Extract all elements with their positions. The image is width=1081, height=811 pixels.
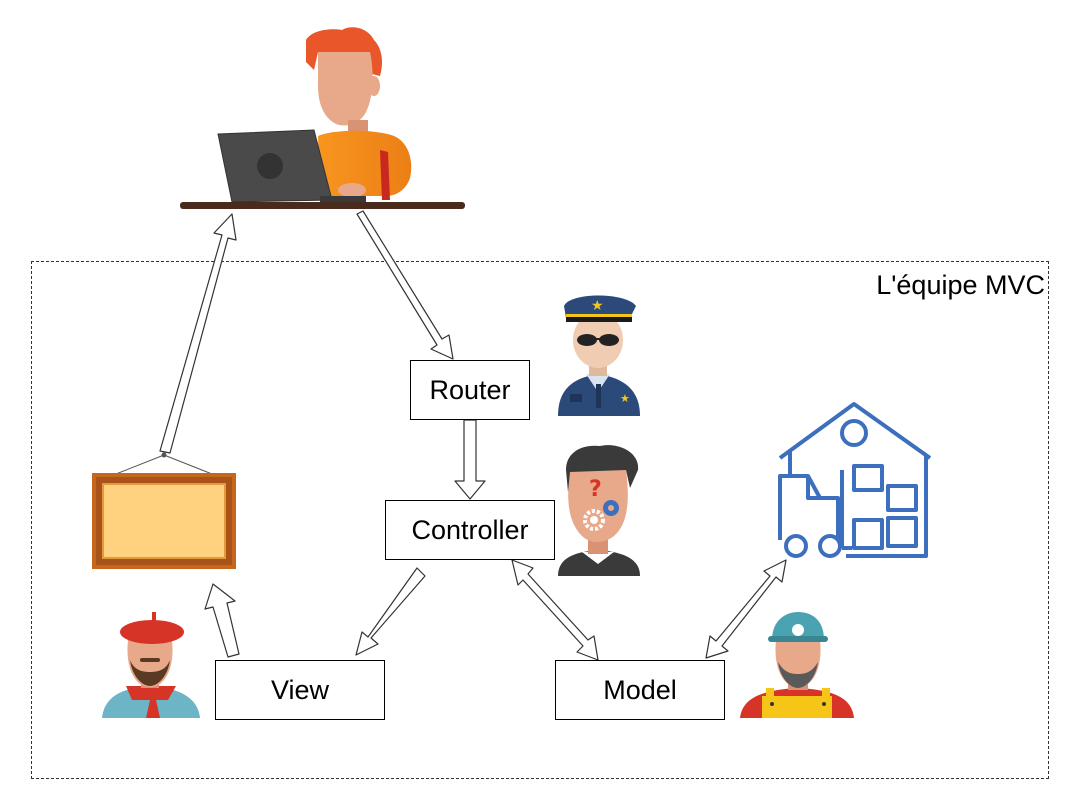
worker-helmet-icon (740, 612, 854, 718)
arrow-model-warehouse (705, 559, 787, 659)
model-node: Model (555, 660, 725, 720)
arrow-controller-to-view (355, 567, 426, 656)
controller-node: Controller (385, 500, 555, 560)
arrow-router-to-controller (454, 419, 486, 500)
developer-at-laptop-icon (180, 27, 465, 209)
svg-text:?: ? (589, 477, 602, 502)
flow-arrows (159, 210, 787, 661)
arrow-user-to-router (356, 210, 454, 360)
painter-beret-icon (102, 612, 200, 718)
police-officer-icon: ★ ★ (558, 295, 640, 416)
arrow-view-to-frame (204, 583, 240, 658)
warehouse-forklift-icon (778, 402, 932, 558)
view-node: View (215, 660, 385, 720)
arrow-frame-to-user (159, 213, 237, 454)
router-node: Router (410, 360, 530, 420)
svg-text:★: ★ (620, 392, 630, 405)
team-label: L'équipe MVC (876, 270, 1045, 300)
thinking-man-gear-icon: ? (558, 445, 640, 576)
mvc-team-boundary (31, 261, 1049, 779)
picture-frame-icon (92, 452, 236, 569)
svg-text:★: ★ (591, 298, 604, 314)
